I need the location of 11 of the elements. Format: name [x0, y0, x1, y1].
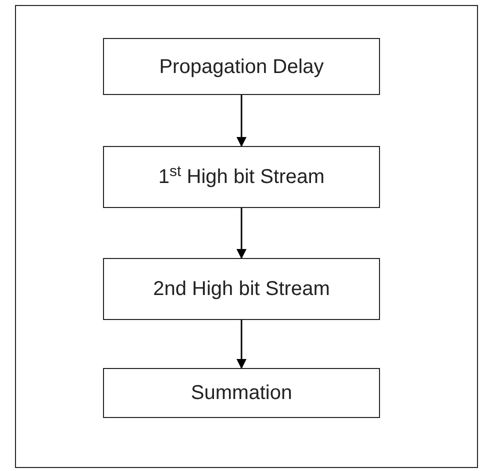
arrow — [236, 320, 246, 369]
box-label: Propagation Delay — [159, 54, 324, 80]
process-box — [103, 258, 380, 320]
arrow — [236, 95, 246, 147]
box-label: Summation — [190, 381, 292, 406]
box-label: 1$^{st}$ High bit Stream — [158, 162, 325, 190]
box-label: 2nd High bit Stream — [153, 277, 330, 302]
process-box — [103, 38, 380, 95]
process-box — [103, 368, 380, 418]
arrow — [236, 208, 246, 259]
process-box — [103, 146, 380, 208]
